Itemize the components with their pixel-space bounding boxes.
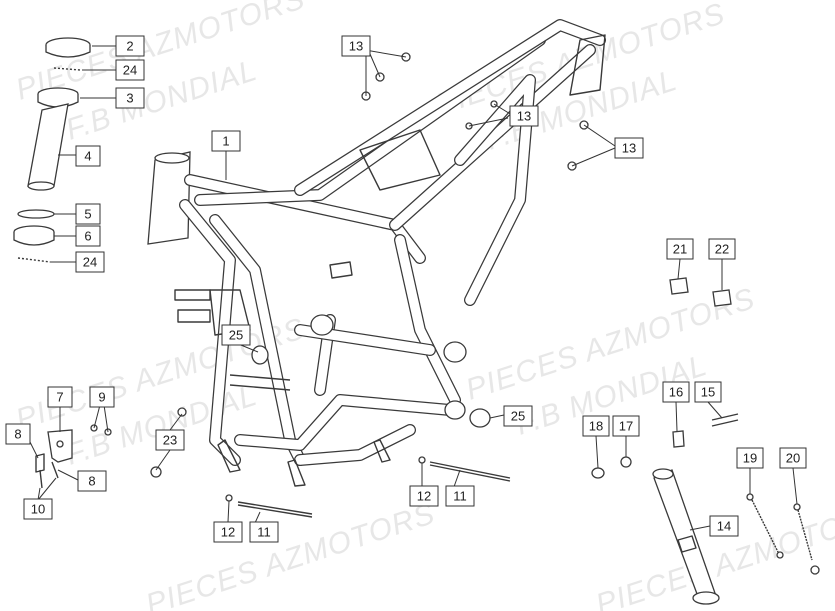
callout-17: 17	[612, 415, 640, 437]
svg-text:15: 15	[701, 385, 715, 400]
callout-8: 8	[77, 470, 107, 492]
svg-text:20: 20	[786, 451, 800, 466]
callout-13: 13	[341, 35, 371, 57]
callout-13: 13	[614, 137, 644, 159]
callout-23: 23	[155, 429, 185, 451]
callout-5: 5	[75, 203, 101, 225]
svg-text:14: 14	[717, 519, 731, 534]
svg-text:8: 8	[88, 474, 95, 489]
callout-3: 3	[115, 87, 145, 109]
svg-text:17: 17	[619, 419, 633, 434]
callout-24: 24	[115, 59, 145, 81]
svg-text:6: 6	[84, 229, 91, 244]
svg-text:13: 13	[517, 109, 531, 124]
pivot-boss	[443, 341, 467, 363]
svg-text:13: 13	[622, 141, 636, 156]
svg-text:18: 18	[589, 419, 603, 434]
svg-text:21: 21	[673, 242, 687, 257]
steering-stem	[27, 103, 69, 187]
svg-text:23: 23	[163, 433, 177, 448]
svg-text:12: 12	[221, 525, 235, 540]
callout-21: 21	[666, 238, 694, 260]
svg-text:13: 13	[349, 39, 363, 54]
callout-16: 16	[662, 381, 690, 403]
callout-4: 4	[75, 145, 101, 167]
stand-drawing	[652, 468, 720, 605]
svg-text:24: 24	[83, 255, 97, 270]
svg-text:19: 19	[743, 451, 757, 466]
svg-text:9: 9	[98, 390, 105, 405]
svg-text:10: 10	[31, 502, 45, 517]
pivot-boss	[310, 314, 334, 336]
frame-plate	[359, 129, 441, 191]
callout-12: 12	[213, 521, 243, 543]
bolt-drawing	[35, 52, 739, 518]
callout-22: 22	[708, 238, 736, 260]
svg-text:4: 4	[84, 149, 91, 164]
svg-text:1: 1	[222, 134, 229, 149]
callout-2: 2	[115, 35, 145, 57]
svg-text:2: 2	[126, 39, 133, 54]
callout-14: 14	[709, 515, 739, 537]
spring-drawing	[746, 493, 820, 575]
svg-text:22: 22	[715, 242, 729, 257]
callout-25: 25	[221, 324, 251, 346]
rear-bracket	[569, 34, 606, 96]
callout-labels: 2 24 3 4 5 6 24 1 13 13 13 21 22 25 25 7…	[5, 35, 807, 543]
frame-drawing	[147, 19, 606, 487]
callout-1: 1	[211, 130, 241, 152]
callout-11: 11	[249, 521, 279, 543]
svg-text:12: 12	[417, 489, 431, 504]
callout-15: 15	[694, 381, 722, 403]
callout-12: 12	[409, 485, 439, 507]
callout-19: 19	[736, 447, 764, 469]
callout-13: 13	[509, 105, 539, 127]
callout-25: 25	[503, 405, 533, 427]
leader-lines	[29, 45, 798, 535]
steering-head-top	[154, 152, 190, 164]
callout-24: 24	[75, 251, 105, 273]
callout-7: 7	[47, 386, 73, 408]
callout-11: 11	[445, 485, 475, 507]
svg-text:25: 25	[511, 409, 525, 424]
pivot-boss	[444, 400, 466, 420]
callout-10: 10	[23, 498, 53, 520]
callout-6: 6	[75, 225, 101, 247]
svg-text:7: 7	[56, 390, 63, 405]
svg-text:3: 3	[126, 91, 133, 106]
bearing-drawing	[13, 37, 91, 263]
svg-text:11: 11	[257, 525, 271, 540]
svg-text:11: 11	[453, 489, 467, 504]
svg-text:24: 24	[123, 63, 137, 78]
callout-20: 20	[779, 447, 807, 469]
svg-text:8: 8	[14, 427, 21, 442]
svg-text:5: 5	[84, 207, 91, 222]
callout-8: 8	[5, 423, 31, 445]
svg-text:16: 16	[669, 385, 683, 400]
steering-head	[147, 151, 191, 245]
callout-18: 18	[582, 415, 610, 437]
callout-9: 9	[89, 386, 115, 408]
svg-text:25: 25	[229, 328, 243, 343]
